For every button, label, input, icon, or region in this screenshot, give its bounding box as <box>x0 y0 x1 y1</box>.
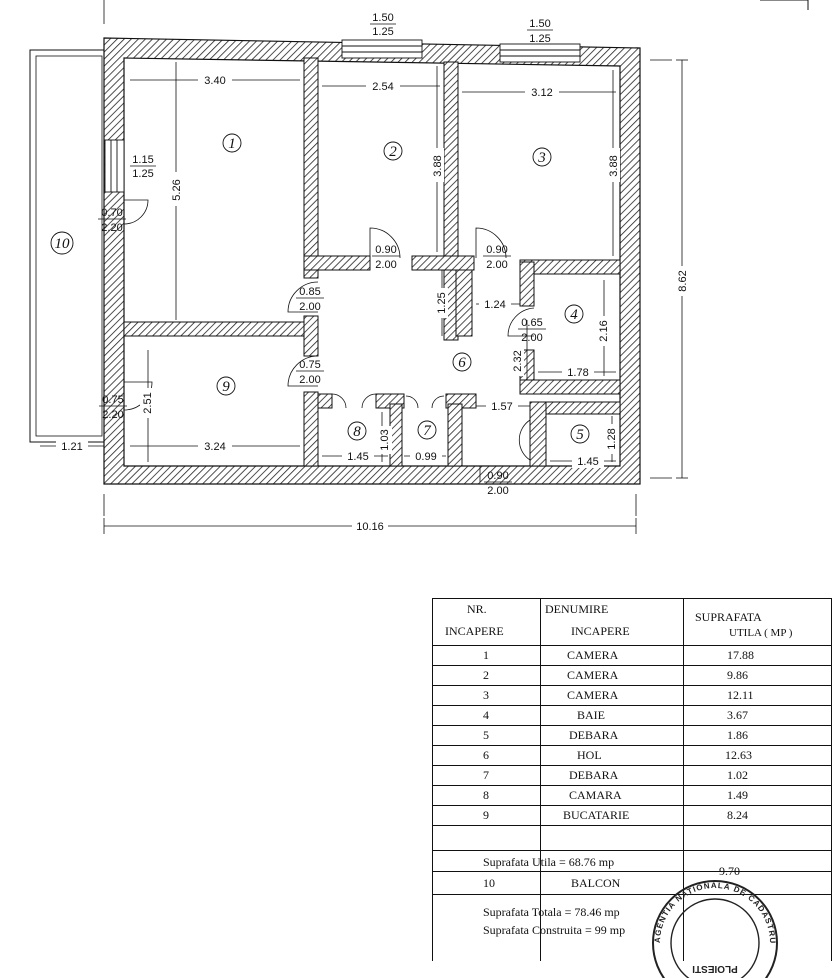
room-label-8: 8 <box>353 424 361 440</box>
table-row: 3 CAMERA 12.11 <box>433 686 831 706</box>
dim-room8-w: 1.45 <box>347 451 368 463</box>
dim-door-entry-h: 2.00 <box>487 485 508 497</box>
dim-hall-4: 1.57 <box>491 401 512 413</box>
dim-door1-w: 0.85 <box>299 286 320 298</box>
dim-door4-h: 2.00 <box>521 332 542 344</box>
floor-plan: 1.50 1.25 1.50 1.25 1.15 1.25 3.40 2.54 … <box>29 0 809 534</box>
dim-room7-w: 0.99 <box>415 451 436 463</box>
room-label-2: 2 <box>389 144 397 160</box>
dim-room4-h: 2.16 <box>598 320 610 341</box>
table-row: 9 BUCATARIE 8.24 <box>433 806 831 826</box>
table-row-totala: Suprafata Totala = 78.46 mp <box>433 903 831 923</box>
table-row: 1 CAMERA 17.88 <box>433 646 831 666</box>
suprafata-utila: Suprafata Utila = 68.76 mp <box>483 855 615 869</box>
table-row: 4 BAIE 3.67 <box>433 706 831 726</box>
dim-door2-h: 2.00 <box>375 259 396 271</box>
dim-door9-h: 2.00 <box>299 374 320 386</box>
table-row: 2 CAMERA 9.86 <box>433 666 831 686</box>
dim-door2-w: 0.90 <box>375 244 396 256</box>
area-table: NR. INCAPERE DENUMIRE INCAPERE SUPRAFATA… <box>432 598 832 961</box>
dim-total-depth: 8.62 <box>677 270 689 291</box>
room-label-7: 7 <box>423 423 432 439</box>
table-row-balcon: 10 BALCON 9.70 <box>433 864 831 895</box>
dim-window-top-2-h: 1.25 <box>529 33 550 45</box>
header-sup: SUPRAFATA <box>695 610 762 624</box>
room-label-10: 10 <box>55 236 71 252</box>
dim-window-top-2: 1.50 <box>529 18 550 30</box>
table-row: 7 DEBARA 1.02 <box>433 766 831 786</box>
dim-window-left: 1.15 <box>132 154 153 166</box>
header-den: DENUMIRE <box>545 602 609 616</box>
suprafata-construita: Suprafata Construita = 99 mp <box>483 923 626 937</box>
dim-door3-h: 2.00 <box>486 259 507 271</box>
dim-door-entry-w: 0.90 <box>487 470 508 482</box>
dim-window-top-1-h: 1.25 <box>372 26 393 38</box>
room-label-1: 1 <box>228 136 236 152</box>
room-label-4: 4 <box>570 307 578 323</box>
col-divider-2 <box>683 599 684 961</box>
dimension-labels: 1.50 1.25 1.50 1.25 1.15 1.25 3.40 2.54 … <box>56 12 689 533</box>
col-divider-1 <box>540 599 541 961</box>
room-label-3: 3 <box>537 150 546 166</box>
table-spacer <box>433 826 831 851</box>
official-stamp: AGENTIA NATIONALA DE CADASTRU PLOIESTI <box>652 880 778 978</box>
dim-door4-w: 0.65 <box>521 317 542 329</box>
table-row: 5 DEBARA 1.86 <box>433 726 831 746</box>
room-label-5: 5 <box>576 427 584 443</box>
dim-room2-width: 2.54 <box>372 81 393 93</box>
dim-total-width: 10.16 <box>356 521 384 533</box>
dim-room9-h: 2.51 <box>142 392 154 413</box>
header-sup-2: UTILA ( MP ) <box>729 627 793 639</box>
dim-room1-width: 3.40 <box>204 75 225 87</box>
room-numbers: 1 2 3 4 5 6 7 8 9 10 <box>50 133 590 444</box>
door-swings <box>123 199 535 482</box>
header-nr-2: INCAPERE <box>445 624 504 638</box>
table-row: 6 HOL 12.63 <box>433 746 831 766</box>
table-row-utila: Suprafata Utila = 68.76 mp <box>433 851 831 871</box>
dim-hall-2: 1.24 <box>484 299 505 311</box>
dim-door9-w: 0.75 <box>299 359 320 371</box>
dim-room8-h: 1.03 <box>379 429 391 450</box>
dim-room2-length: 3.88 <box>432 155 444 176</box>
windows <box>104 39 581 193</box>
dim-door-balcony-w: 0.70 <box>101 207 122 219</box>
interior-walls <box>123 57 621 467</box>
table-row: 8 CAMARA 1.49 <box>433 786 831 806</box>
header-nr: NR. <box>467 602 487 616</box>
dim-room5-h: 1.28 <box>606 428 618 449</box>
dim-room5-w: 1.45 <box>577 456 598 468</box>
room-label-6: 6 <box>458 355 466 371</box>
dim-room1-length: 5.26 <box>171 179 183 200</box>
dim-hall-3: 2.32 <box>512 350 524 371</box>
svg-text:PLOIESTI: PLOIESTI <box>692 963 738 974</box>
dim-door-balcony2-h: 2.20 <box>102 409 123 421</box>
table-header: NR. INCAPERE DENUMIRE INCAPERE SUPRAFATA… <box>433 599 831 646</box>
header-den-2: INCAPERE <box>571 624 630 638</box>
table-row-construita: Suprafata Construita = 99 mp <box>433 923 831 945</box>
dim-window-left-h: 1.25 <box>132 168 153 180</box>
corner-mark <box>760 0 809 10</box>
dim-room4-w: 1.78 <box>567 367 588 379</box>
dim-room3-length: 3.88 <box>608 155 620 176</box>
dim-door-balcony-h: 2.20 <box>101 222 122 234</box>
dim-door1-h: 2.00 <box>299 301 320 313</box>
dim-door3-w: 0.90 <box>486 244 507 256</box>
dim-hall-1: 1.25 <box>436 292 448 313</box>
dim-balcony-w: 1.21 <box>61 441 82 453</box>
dim-window-top-1: 1.50 <box>372 12 393 24</box>
room-label-9: 9 <box>222 379 230 395</box>
dim-room3-width: 3.12 <box>531 87 552 99</box>
dim-room9-w: 3.24 <box>204 441 225 453</box>
dim-door-balcony2-w: 0.75 <box>102 394 123 406</box>
suprafata-totala: Suprafata Totala = 78.46 mp <box>483 905 620 919</box>
